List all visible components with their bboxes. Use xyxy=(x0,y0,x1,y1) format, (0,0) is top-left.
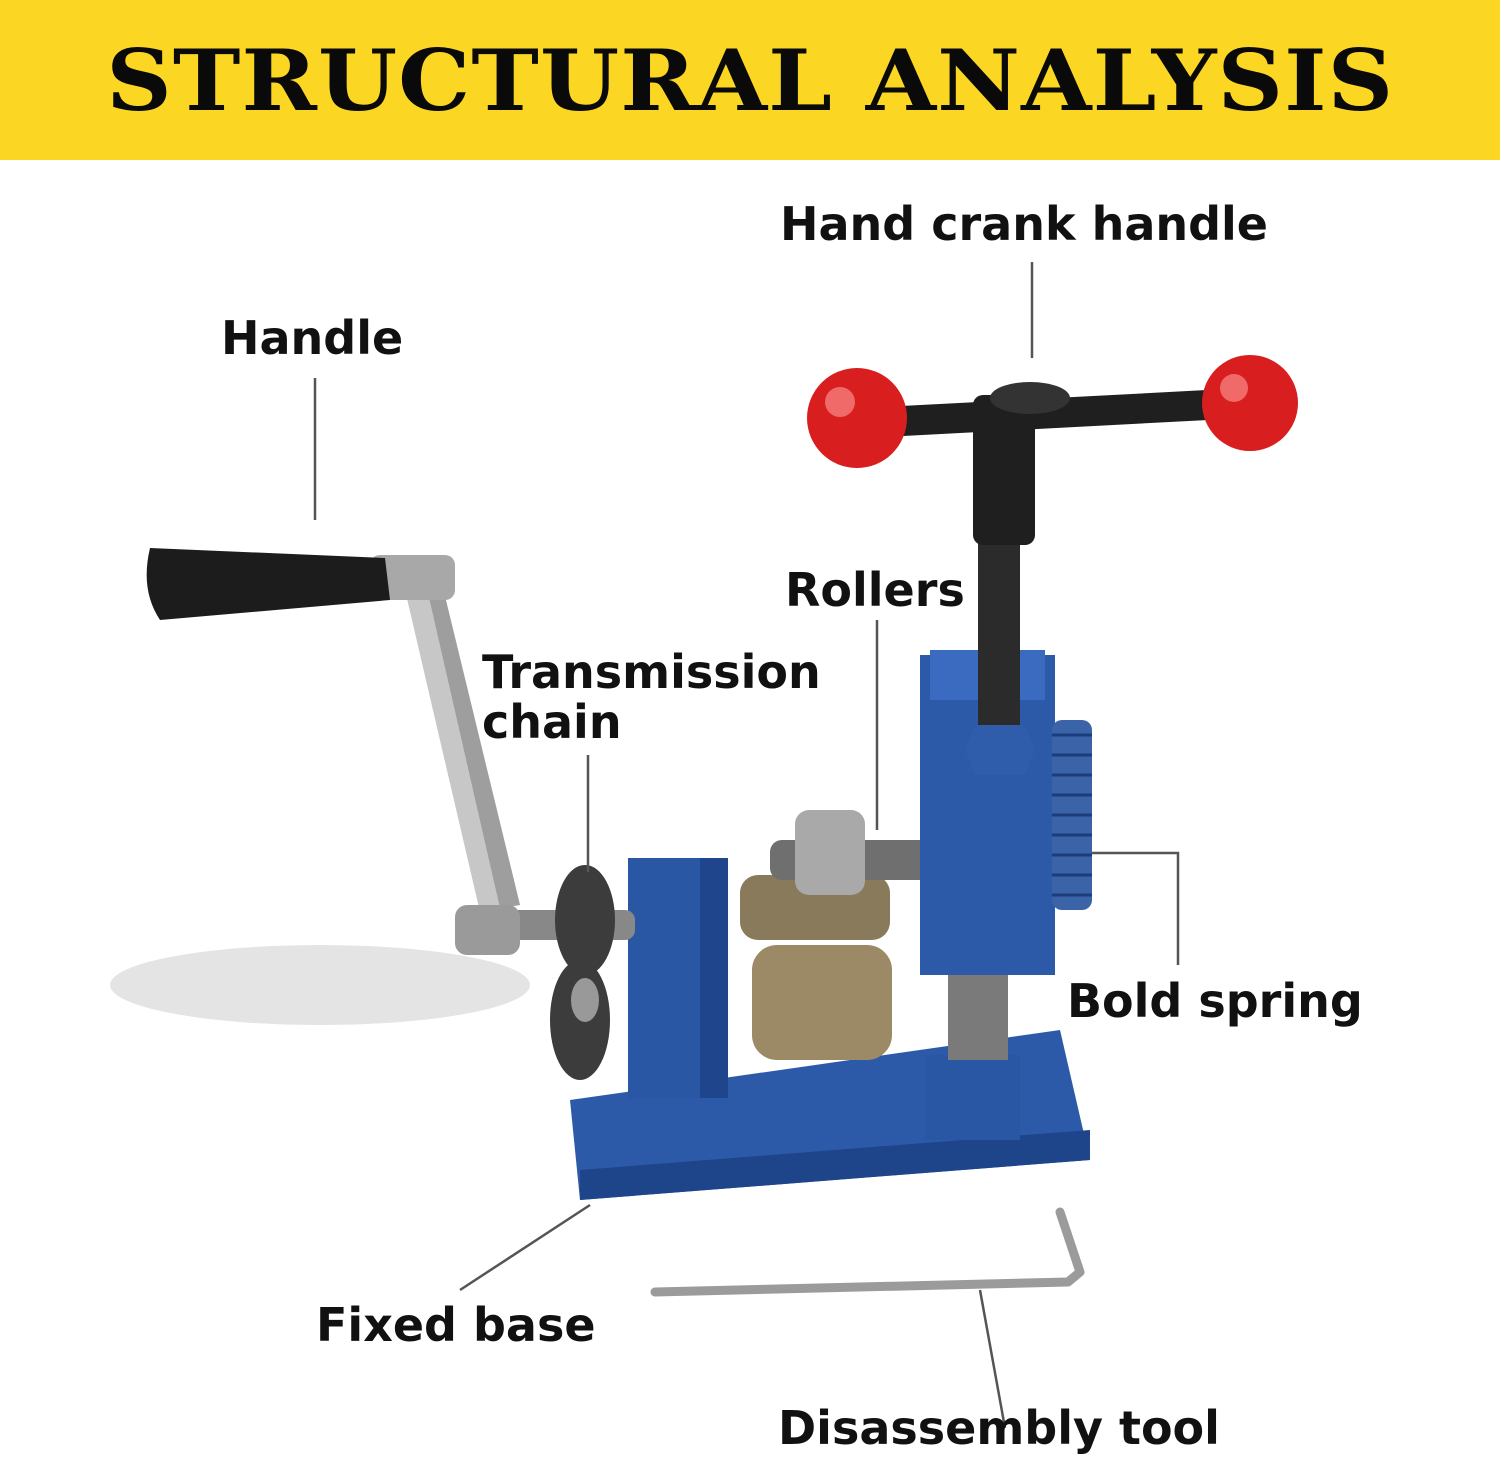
right-housing-bottom xyxy=(925,1055,1020,1140)
label-rollers: Rollers xyxy=(785,563,965,617)
t-handle-cap xyxy=(990,382,1070,414)
label-transmission-chain-line1: Transmission xyxy=(482,645,821,699)
machine-shadow xyxy=(110,945,530,1025)
label-hand-crank-handle: Hand crank handle xyxy=(780,197,1269,251)
left-housing-side xyxy=(700,858,728,1098)
t-handle-stem xyxy=(973,395,1035,545)
lower-sprocket-hub xyxy=(571,978,599,1022)
leader-disassembly xyxy=(978,1289,1007,1429)
leader-lines xyxy=(313,262,1180,1429)
left-red-knob xyxy=(807,368,907,468)
fixed-base-edge xyxy=(580,1130,1090,1200)
lower-roller xyxy=(752,945,892,1060)
upper-sprocket xyxy=(555,865,615,975)
crank-hub xyxy=(455,905,520,955)
crank-grip-mount xyxy=(370,555,455,600)
stand-column xyxy=(948,975,1008,1060)
right-red-knob-highlight xyxy=(1220,374,1248,402)
label-bold-spring: Bold spring xyxy=(1067,974,1363,1028)
label-handle: Handle xyxy=(221,311,404,365)
label-disassembly-tool: Disassembly tool xyxy=(778,1401,1220,1455)
spring-lines xyxy=(1052,733,1092,897)
page-title: STRUCTURAL ANALYSIS xyxy=(106,30,1394,130)
crank-arm-shade xyxy=(420,555,520,908)
hex-key xyxy=(650,1207,1085,1297)
right-red-knob xyxy=(1202,355,1298,451)
screw-nut xyxy=(965,725,1035,775)
t-handle-bar xyxy=(879,389,1231,437)
label-fixed-base: Fixed base xyxy=(316,1298,596,1352)
title-banner: STRUCTURAL ANALYSIS xyxy=(0,0,1500,160)
roller-collar xyxy=(795,810,865,895)
machine-illustration xyxy=(110,262,1298,1429)
threaded-screw xyxy=(978,520,1020,740)
leader-bold-spring xyxy=(1092,851,1180,965)
label-transmission-chain-line2: chain xyxy=(482,695,622,749)
leader-fixed-base xyxy=(459,1203,591,1292)
crank-grip xyxy=(146,548,390,620)
left-red-knob-highlight xyxy=(825,387,855,417)
